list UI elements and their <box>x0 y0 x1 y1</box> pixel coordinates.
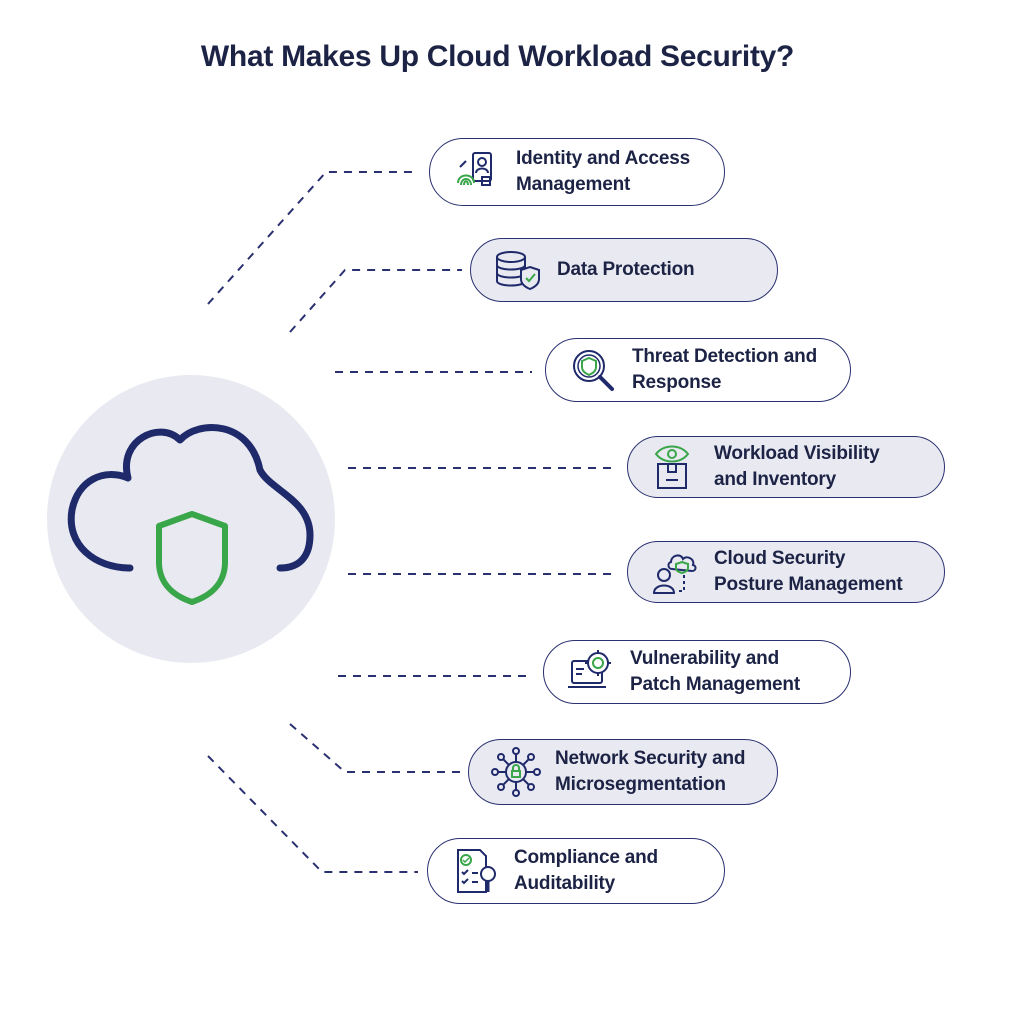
connector-line-8 <box>207 755 418 873</box>
component-label-line: Threat Detection and <box>632 346 817 367</box>
component-label: Workload Visibility and Inventory <box>714 441 880 493</box>
component-label-line: Vulnerability and <box>630 648 779 669</box>
component-label-line: Data Protection <box>557 259 695 280</box>
diagram-title: What Makes Up Cloud Workload Security? <box>200 40 795 73</box>
component-label-line: Management <box>516 174 631 195</box>
connector-line-1 <box>207 171 418 305</box>
component-label-line: Identity and Access <box>516 148 690 169</box>
component-label-line: Posture Management <box>714 574 903 595</box>
network-lock-icon <box>491 747 541 797</box>
component-pill: Workload Visibility and Inventory <box>627 436 945 498</box>
component-pill: Data Protection <box>470 238 778 302</box>
cloud-outline <box>67 424 314 572</box>
component-label-line: and Inventory <box>714 469 836 490</box>
laptop-gear-icon <box>566 647 616 697</box>
database-shield-icon <box>493 245 543 295</box>
component-label-line: Response <box>632 372 722 393</box>
component-label-line: Cloud Security <box>714 548 846 569</box>
cloud-shield-icon <box>67 424 314 605</box>
component-label: Data Protection <box>557 257 695 283</box>
fingerprint-id-icon <box>452 147 502 197</box>
component-label-line: Workload Visibility <box>714 443 880 464</box>
checklist-magnifier-icon <box>450 846 500 896</box>
eye-box-icon <box>650 442 700 492</box>
component-label-line: Compliance and <box>514 847 658 868</box>
shield-magnifier-icon <box>568 345 618 395</box>
shield-outline <box>156 511 228 605</box>
connector-line-2 <box>289 269 462 333</box>
user-cloud-shield-icon <box>650 547 700 597</box>
component-label-line: Network Security and <box>555 748 746 769</box>
component-label-line: Microsegmentation <box>555 774 726 795</box>
component-label-line: Auditability <box>514 873 616 894</box>
connector-line-7 <box>289 723 462 773</box>
component-label-line: Patch Management <box>630 674 800 695</box>
